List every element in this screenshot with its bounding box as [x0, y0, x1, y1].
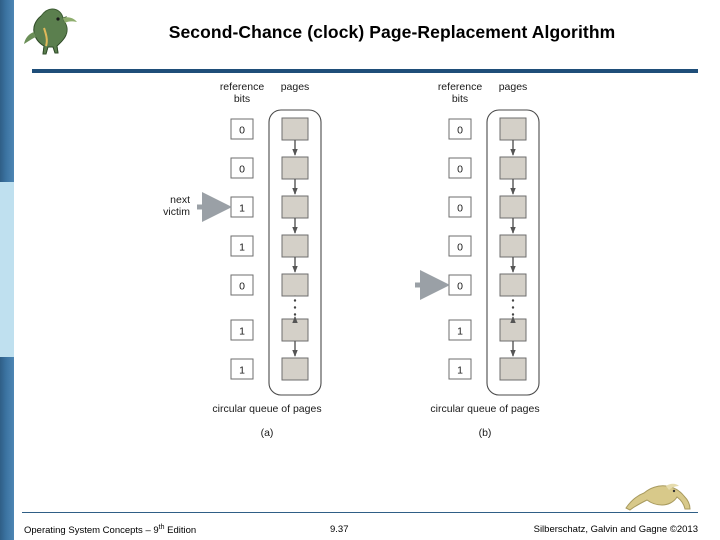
panel-header-reference-bits-line2: bits — [234, 93, 250, 105]
page-frame-box — [499, 156, 527, 180]
footer-divider — [22, 512, 698, 513]
queue-ellipsis-dot — [511, 299, 515, 302]
page-frame-box — [281, 273, 309, 297]
panel-header-pages: pages — [281, 81, 310, 93]
panel-caption: (b) — [479, 427, 492, 439]
reference-bit-box — [230, 118, 254, 140]
footer-edition-main: Operating System Concepts – 9 — [24, 525, 159, 537]
reference-bit-box — [230, 274, 254, 296]
reference-bit-value: 0 — [239, 125, 245, 137]
reference-bit-value: 1 — [239, 203, 245, 215]
page-frame-box — [281, 117, 309, 141]
reference-bit-value: 1 — [457, 326, 463, 338]
reference-bit-box — [230, 319, 254, 341]
footer-edition-text: Operating System Concepts – 9th Edition — [24, 524, 196, 536]
page-frame-box — [281, 234, 309, 258]
reference-bit-value: 0 — [457, 164, 463, 176]
reference-bit-box — [230, 235, 254, 257]
page-frame-box — [499, 357, 527, 381]
page-frame-box — [281, 156, 309, 180]
page-frame-box — [499, 117, 527, 141]
next-victim-label-line1: next — [170, 194, 190, 206]
page-title: Second-Chance (clock) Page-Replacement A… — [168, 22, 616, 42]
reference-bit-value: 0 — [457, 242, 463, 254]
queue-ellipsis-dot — [293, 313, 297, 316]
reference-bit-value: 0 — [457, 125, 463, 137]
sidebar-accent-middle — [0, 182, 14, 357]
reference-bit-value: 1 — [239, 365, 245, 377]
dinosaur-logo-icon — [22, 6, 84, 64]
queue-ellipsis-dot — [293, 306, 297, 309]
next-victim-label-line2: victim — [163, 206, 190, 218]
panel-header-reference-bits-line1: reference — [438, 81, 483, 93]
page-frame-box — [499, 234, 527, 258]
reference-bit-box — [230, 358, 254, 380]
circular-queue-caption: circular queue of pages — [430, 403, 539, 415]
page-frame-box — [281, 318, 309, 342]
panel-header-reference-bits-line2: bits — [452, 93, 468, 105]
reference-bit-box — [448, 358, 472, 380]
slide-number: 9.37 — [330, 524, 349, 535]
sidebar-accent-bottom — [0, 357, 14, 540]
title-divider — [32, 69, 698, 73]
reference-bit-value: 1 — [239, 326, 245, 338]
page-frame-box — [281, 195, 309, 219]
reference-bit-value: 0 — [457, 203, 463, 215]
page-frame-box — [499, 273, 527, 297]
reference-bit-box — [448, 235, 472, 257]
panel-header-reference-bits-line1: reference — [220, 81, 265, 93]
page-frame-box — [499, 318, 527, 342]
circular-queue-outline — [268, 109, 322, 396]
dinosaur-footer-icon — [622, 480, 694, 514]
panel-header-pages: pages — [499, 81, 528, 93]
page-frame-box — [281, 357, 309, 381]
circular-queue-caption: circular queue of pages — [212, 403, 321, 415]
circular-queue-outline — [486, 109, 540, 396]
reference-bit-box — [448, 319, 472, 341]
reference-bit-value: 1 — [239, 242, 245, 254]
reference-bit-box — [448, 157, 472, 179]
reference-bit-box — [448, 118, 472, 140]
reference-bit-box — [230, 157, 254, 179]
reference-bit-value: 0 — [239, 164, 245, 176]
queue-ellipsis-dot — [511, 313, 515, 316]
footer-copyright: Silberschatz, Galvin and Gagne ©2013 — [533, 524, 698, 535]
footer-edition-tail: Edition — [164, 525, 197, 537]
footer-edition-sup: th — [158, 524, 165, 531]
page-frame-box — [499, 195, 527, 219]
sidebar-accent-top — [0, 0, 14, 182]
panel-caption: (a) — [261, 427, 274, 439]
reference-bit-value: 1 — [457, 365, 463, 377]
queue-ellipsis-dot — [511, 306, 515, 309]
queue-ellipsis-dot — [293, 299, 297, 302]
reference-bit-box — [448, 196, 472, 218]
reference-bit-value: 0 — [457, 281, 463, 293]
reference-bit-value: 0 — [239, 281, 245, 293]
